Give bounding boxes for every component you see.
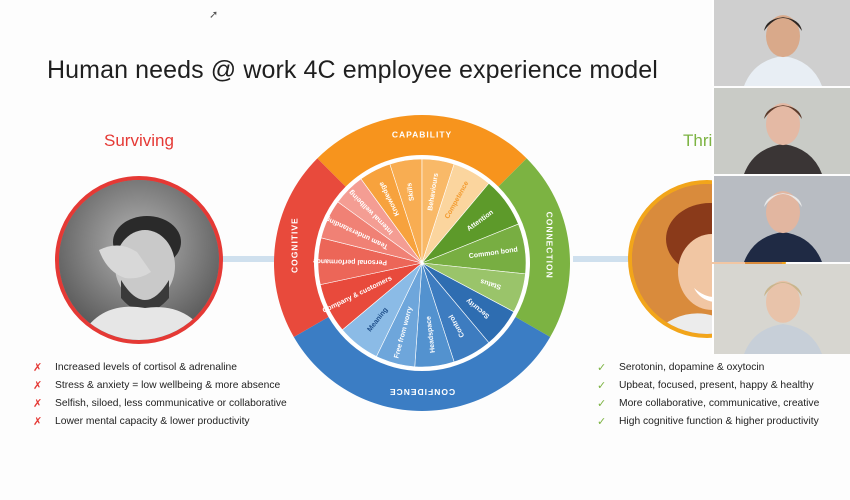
cross-icon: ✗ — [33, 379, 43, 392]
capability-label: CAPABILITY — [392, 129, 452, 139]
participant-video-feed — [714, 176, 850, 262]
video-tile-participant-3[interactable] — [712, 176, 850, 262]
participant-video-feed — [714, 0, 850, 86]
check-icon: ✓ — [597, 361, 607, 374]
cross-icon: ✗ — [33, 397, 43, 410]
segment-label-headspace: Headspace — [425, 316, 436, 354]
video-tile-participant-1[interactable] — [712, 0, 850, 86]
video-tile-participant-2[interactable] — [712, 88, 850, 174]
list-item: ✓Upbeat, focused, present, happy & healt… — [597, 379, 814, 392]
cross-icon: ✗ — [33, 415, 43, 428]
list-item: ✗Lower mental capacity & lower productiv… — [33, 415, 250, 428]
mouse-cursor-icon: ➚ — [209, 9, 219, 21]
cognitive-label: COGNITIVE — [289, 217, 299, 273]
check-icon: ✓ — [597, 397, 607, 410]
segment-internal-wellbeing — [337, 178, 423, 264]
list-item: ✗Selfish, siloed, less communicative or … — [33, 397, 287, 410]
list-item: ✓More collaborative, communicative, crea… — [597, 397, 820, 410]
cognitive-ring — [274, 158, 346, 337]
confidence-ring — [293, 317, 551, 411]
cross-icon: ✗ — [33, 361, 43, 374]
connector-left — [215, 256, 280, 262]
list-item: ✓Serotonin, dopamine & oxytocin — [597, 361, 765, 374]
check-icon: ✓ — [597, 415, 607, 428]
participant-video-feed — [714, 264, 850, 354]
stressed-person-photo — [55, 176, 223, 344]
surviving-bullet-list: ✗Increased levels of cortisol & adrenali… — [33, 358, 287, 430]
segment-label-skills: Skills — [406, 182, 416, 201]
connection-label: CONNECTION — [545, 212, 555, 279]
confidence-label: CONFIDENCE — [389, 387, 455, 397]
capability-ring — [317, 115, 527, 187]
participant-video-feed — [714, 88, 850, 174]
segment-label-personal-performance: Personal performance — [313, 257, 387, 265]
thriving-heading: Thri — [683, 131, 713, 150]
list-item: ✗Stress & anxiety = low wellbeing & more… — [33, 379, 281, 392]
connection-ring — [498, 158, 570, 337]
list-item: ✓High cognitive function & higher produc… — [597, 415, 819, 428]
list-item: ✗Increased levels of cortisol & adrenali… — [33, 361, 238, 374]
surviving-heading: Surviving — [104, 131, 174, 150]
thriving-bullet-list: ✓Serotonin, dopamine & oxytocin ✓Upbeat,… — [597, 358, 819, 430]
slide-title: Human needs @ work 4C employee experienc… — [47, 56, 658, 84]
check-icon: ✓ — [597, 379, 607, 392]
video-tile-participant-4[interactable] — [712, 264, 850, 354]
connector-right — [573, 256, 633, 262]
